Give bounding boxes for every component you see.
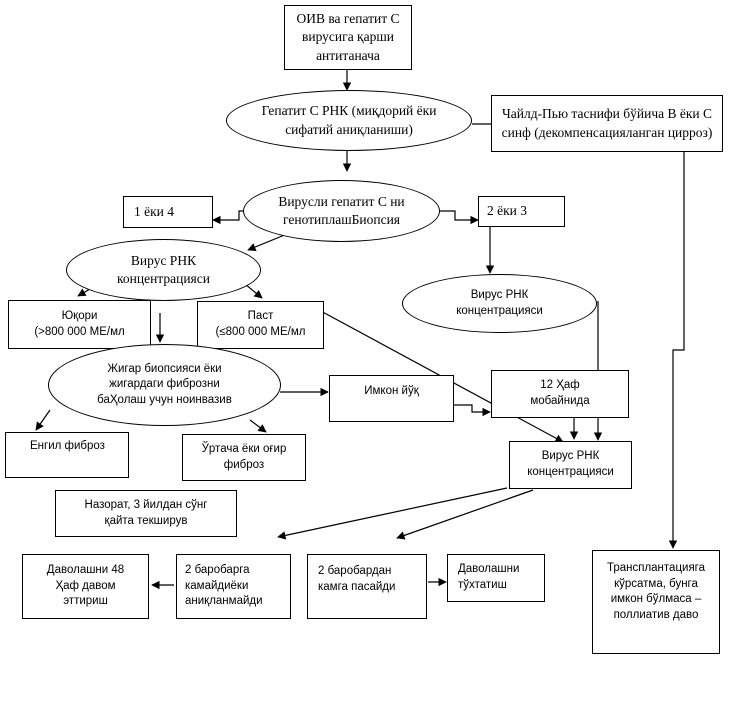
hcv-rna-text: Гепатит С РНК (миқдорий ёки сифатий аниқ… bbox=[261, 103, 437, 137]
transplant-text: Трансплантацияга кўрсатма, бунга имкон б… bbox=[606, 562, 706, 621]
moderate-severe-fibrosis-text: Ўртача ёки оғир фиброз bbox=[201, 442, 287, 471]
more-than-2-fold-text: 2 баробардан камга пасайди bbox=[318, 565, 396, 593]
moderate-severe-fibrosis-box: Ўртача ёки оғир фиброз bbox=[182, 434, 306, 481]
more-than-2-fold-box: 2 баробардан камга пасайди bbox=[307, 554, 427, 619]
arrow-biopsy-to-mild bbox=[35, 409, 51, 431]
hiv-hcv-antibody-box: ОИВ ва гепатит С вирусига қарши антитана… bbox=[284, 5, 412, 70]
week-12-box: 12 Ҳаф мобайнида bbox=[491, 370, 629, 418]
hcv-rna-ellipse: Гепатит С РНК (миқдорий ёки сифатий аниқ… bbox=[226, 90, 472, 151]
arrow-biopsy-to-moderate bbox=[249, 419, 267, 433]
arrow-genotyping-to-rnaconc1 bbox=[247, 233, 288, 252]
observation-box: Назорат, 3 йилдан сўнг қайта текширув bbox=[55, 490, 237, 537]
child-pugh-text: Чайлд-Пью таснифи бўйича B ёки С синф (д… bbox=[501, 106, 713, 140]
mild-fibrosis-text: Енгил фиброз bbox=[30, 440, 105, 452]
less-than-2-fold-text: 2 баробарга камайдиёки аниқланмайди bbox=[185, 564, 263, 608]
arrow-low-to-rnaconc3 bbox=[305, 302, 564, 443]
transplant-box: Трансплантацияга кўрсатма, бунга имкон б… bbox=[592, 550, 720, 654]
genotyping-text: Вирусли гепатит С ни генотиплашБиопсия bbox=[278, 193, 405, 227]
arrow-rnaconc3-to-morethan2 bbox=[396, 489, 534, 540]
high-concentration-box: Юқори (>800 000 МЕ/мл bbox=[8, 300, 151, 349]
low-concentration-text: Паст (≤800 000 МЕ/мл bbox=[215, 310, 306, 338]
arrow-rnaconc3-to-lessthan2 bbox=[277, 487, 508, 540]
hiv-hcv-antibody-text: ОИВ ва гепатит С вирусига қарши антитана… bbox=[296, 11, 400, 63]
arrow-childpugh-to-transplant bbox=[668, 152, 685, 549]
rna-concentration-text-1: Вирус РНК концентрацияси bbox=[117, 252, 210, 286]
week-12-text: 12 Ҳаф мобайнида bbox=[530, 379, 590, 407]
low-concentration-box: Паст (≤800 000 МЕ/мл bbox=[197, 301, 324, 349]
rna-concentration-text-3: Вирус РНК концентрацияси bbox=[527, 450, 614, 478]
genotyping-ellipse: Вирусли гепатит С ни генотиплашБиопсия bbox=[243, 180, 440, 242]
genotype-1-or-4-text: 1 ёки 4 bbox=[134, 203, 175, 219]
arrow-rnaconc1-to-low bbox=[244, 283, 263, 299]
arrow-genotyping-to-g14 bbox=[212, 210, 243, 225]
less-than-2-fold-box: 2 баробарга камайдиёки аниқланмайди bbox=[176, 554, 291, 619]
arrow-genotyping-to-g23 bbox=[440, 210, 479, 225]
child-pugh-box: Чайлд-Пью таснифи бўйича B ёки С синф (д… bbox=[491, 95, 723, 152]
stop-treatment-box: Даволашни тўхтатиш bbox=[447, 554, 545, 602]
rna-concentration-ellipse-2: Вирус РНК концентрацияси bbox=[402, 274, 597, 333]
liver-biopsy-text: Жигар биопсияси ёки жигардаги фиброзни б… bbox=[97, 362, 232, 406]
genotype-2-or-3-text: 2 ёки 3 bbox=[487, 203, 528, 219]
not-possible-box: Имкон йўқ bbox=[329, 375, 454, 422]
rna-concentration-box-3: Вирус РНК концентрацияси bbox=[509, 441, 632, 489]
genotype-2-or-3-box: 2 ёки 3 bbox=[478, 196, 565, 227]
rna-concentration-ellipse-1: Вирус РНК концентрацияси bbox=[66, 239, 261, 301]
mild-fibrosis-box: Енгил фиброз bbox=[5, 432, 129, 478]
arrow-possible-no-to-week12 bbox=[454, 404, 491, 417]
continue-48-text: Даволашни 48 Ҳаф давом эттириш bbox=[46, 564, 125, 608]
liver-biopsy-ellipse: Жигар биопсияси ёки жигардаги фиброзни б… bbox=[48, 344, 281, 426]
stop-treatment-text: Даволашни тўхтатиш bbox=[458, 563, 520, 591]
rna-concentration-text-2: Вирус РНК концентрацияси bbox=[456, 288, 543, 317]
continue-48-box: Даволашни 48 Ҳаф давом эттириш bbox=[22, 554, 149, 619]
observation-text: Назорат, 3 йилдан сўнг қайта текширув bbox=[84, 498, 208, 527]
high-concentration-text: Юқори (>800 000 МЕ/мл bbox=[34, 309, 125, 338]
genotype-1-or-4-box: 1 ёки 4 bbox=[123, 196, 213, 228]
not-possible-text: Имкон йўқ bbox=[364, 385, 419, 397]
